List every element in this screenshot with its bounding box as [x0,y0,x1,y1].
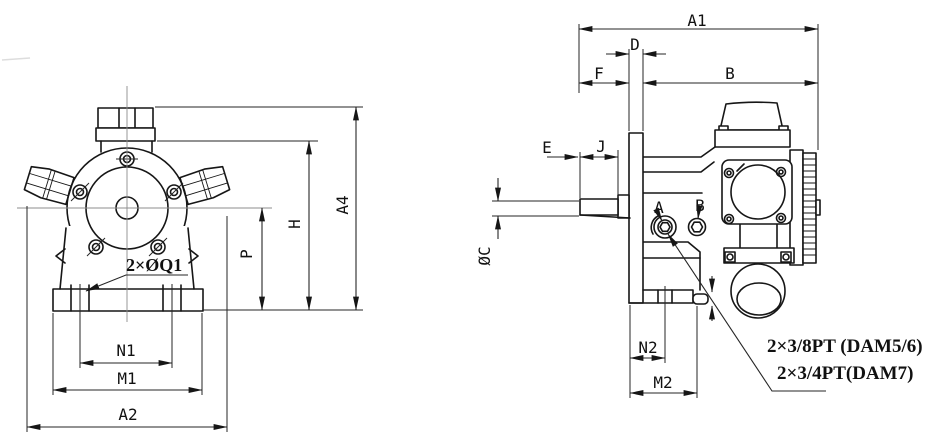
side-lower-cylinder [723,247,795,319]
dim-label-a4: A4 [333,195,352,214]
side-bore-plate [721,159,793,225]
side-housing-contours [642,146,778,291]
front-left-port [23,165,75,206]
front-dimensions: N1 M1 A2 P H A4 [26,106,363,432]
note-pt-3-4: 2×3/4PT(DAM7) [777,363,913,384]
front-right-port [179,165,231,206]
front-view: 2×ØQ1 N1 M1 A2 P H A4 [17,86,363,432]
dim-label-m2: M2 [653,373,672,392]
side-top-cap [714,101,791,148]
side-port-b [687,217,707,237]
dim-label-f: F [594,64,604,83]
dim-label-n1: N1 [116,341,135,360]
side-dimensions: A1 D F B E J ØC N2 [475,11,819,398]
side-ribbed-knob [789,149,821,266]
dim-label-j: J [596,137,606,156]
side-port-notes: 2×3/8PT (DAM5/6) 2×3/4PT(DAM7) [667,233,923,392]
scan-artifact [1,57,31,61]
base-slots [70,284,182,312]
side-foot [628,276,715,321]
dim-label-c: ØC [475,246,494,265]
dim-label-a2: A2 [118,405,137,424]
side-view: A B A1 D [475,11,923,398]
front-top-cap [95,107,156,153]
dim-label-e: E [542,138,552,157]
dim-label-d: D [630,35,640,54]
port-b-label: B [695,196,705,215]
hole-callout-label: 2×ØQ1 [126,255,182,275]
dim-label-h: H [285,219,304,229]
dim-label-n2: N2 [638,338,657,357]
dim-label-p: P [237,249,256,259]
port-a-label: A [654,198,664,217]
side-flange-plate [579,132,644,304]
front-lower-body [52,227,204,312]
front-hole-callout: 2×ØQ1 [85,255,188,292]
dim-label-m1: M1 [117,369,136,388]
dim-label-a1: A1 [687,11,706,30]
note-pt-3-8: 2×3/8PT (DAM5/6) [767,336,923,357]
dim-label-b: B [725,64,735,83]
